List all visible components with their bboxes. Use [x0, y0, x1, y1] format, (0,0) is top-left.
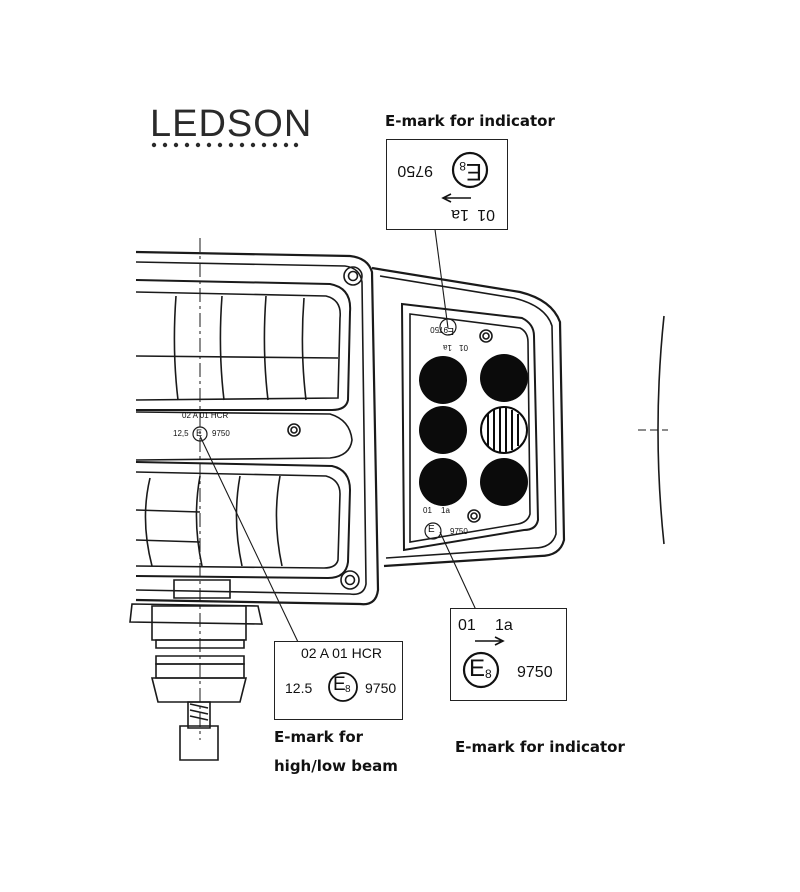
indicator-bottom-class-b: 1a: [495, 617, 513, 634]
beam-country: 8: [345, 684, 351, 695]
indicator-top-box: 01 1a E 8 9750: [386, 139, 508, 230]
beam-small-code: 9750: [212, 429, 230, 438]
indicator-top-class-a: 01: [477, 206, 495, 223]
arrow-icon: [475, 636, 505, 646]
indicator-top-rotated: 01 1a E 8 9750: [387, 140, 507, 229]
indicator-top-letter: E: [465, 158, 482, 185]
ind-small-letter: E: [428, 524, 435, 535]
indicator-top-label: E-mark for indicator: [385, 112, 555, 130]
indicator-bottom-class-a: 01: [458, 617, 476, 634]
beam-small-ref: 12,5: [173, 429, 189, 438]
beam-small-letter: E: [196, 428, 203, 438]
indicator-bottom-code: 9750: [517, 664, 553, 681]
beam-letter: E: [333, 674, 346, 695]
indicator-bottom-letter: E: [469, 655, 486, 682]
beam-line1: 02 A 01 HCR: [301, 645, 382, 661]
arrow-icon: [441, 193, 471, 203]
ind-small-b: 1a: [441, 506, 450, 515]
emark-circle-icon: [462, 651, 500, 689]
beam-label-line2: high/low beam: [274, 757, 398, 775]
indicator-bottom-box: 01 1a E 8 9750: [450, 608, 567, 701]
indicator-bottom-label: E-mark for indicator: [455, 738, 625, 756]
ind-small-top-code: 9750: [430, 325, 448, 334]
indicator-top-country: 8: [459, 159, 466, 173]
ind-small-top-a: 01: [459, 343, 468, 352]
emark-circle-icon: [451, 151, 489, 189]
ind-small-top-letter: E: [447, 325, 454, 336]
ledson-logo: LEDSON: [150, 103, 313, 145]
beam-box: 02 A 01 HCR 12.5 E 8 9750: [274, 641, 403, 720]
indicator-top-class-b: 1a: [451, 206, 469, 223]
ind-small-code: 9750: [450, 527, 468, 536]
emark-circle-icon: [328, 672, 358, 702]
beam-small-line1: 02 A 01 HCR: [182, 411, 229, 420]
ind-small-a: 01: [423, 506, 432, 515]
ind-small-top-group: 9750 E 01 1a: [412, 318, 472, 358]
beam-ref: 12.5: [285, 680, 313, 696]
indicator-bottom-country: 8: [485, 667, 492, 681]
ind-small-top-b: 1a: [443, 343, 452, 352]
beam-label-line1: E-mark for: [274, 728, 364, 746]
indicator-top-code: 9750: [397, 162, 433, 179]
beam-code: 9750: [365, 680, 397, 696]
logo-dots: [151, 142, 299, 148]
